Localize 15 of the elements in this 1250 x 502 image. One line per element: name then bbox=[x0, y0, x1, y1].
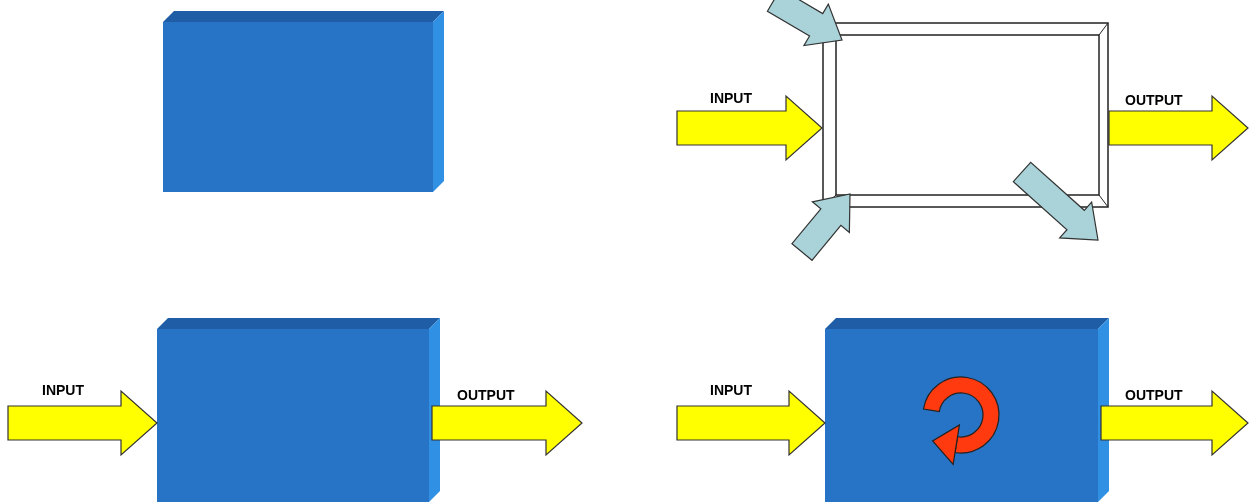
block-arrow bbox=[1012, 161, 1099, 241]
block-arrow bbox=[7, 389, 158, 457]
block-arrow bbox=[791, 193, 851, 262]
block-arrow bbox=[1108, 94, 1249, 162]
edge-label: INPUT bbox=[710, 382, 752, 398]
block-arrow bbox=[766, 0, 843, 47]
block-arrow bbox=[676, 389, 826, 457]
edge-label: OUTPUT bbox=[457, 387, 515, 403]
edge-label: OUTPUT bbox=[1125, 387, 1183, 403]
edge-label: INPUT bbox=[710, 90, 752, 106]
edge-label: OUTPUT bbox=[1125, 92, 1183, 108]
edge-label: INPUT bbox=[42, 382, 84, 398]
block-arrow bbox=[1100, 389, 1249, 457]
block-arrow bbox=[431, 389, 583, 457]
block-arrow bbox=[676, 94, 823, 162]
